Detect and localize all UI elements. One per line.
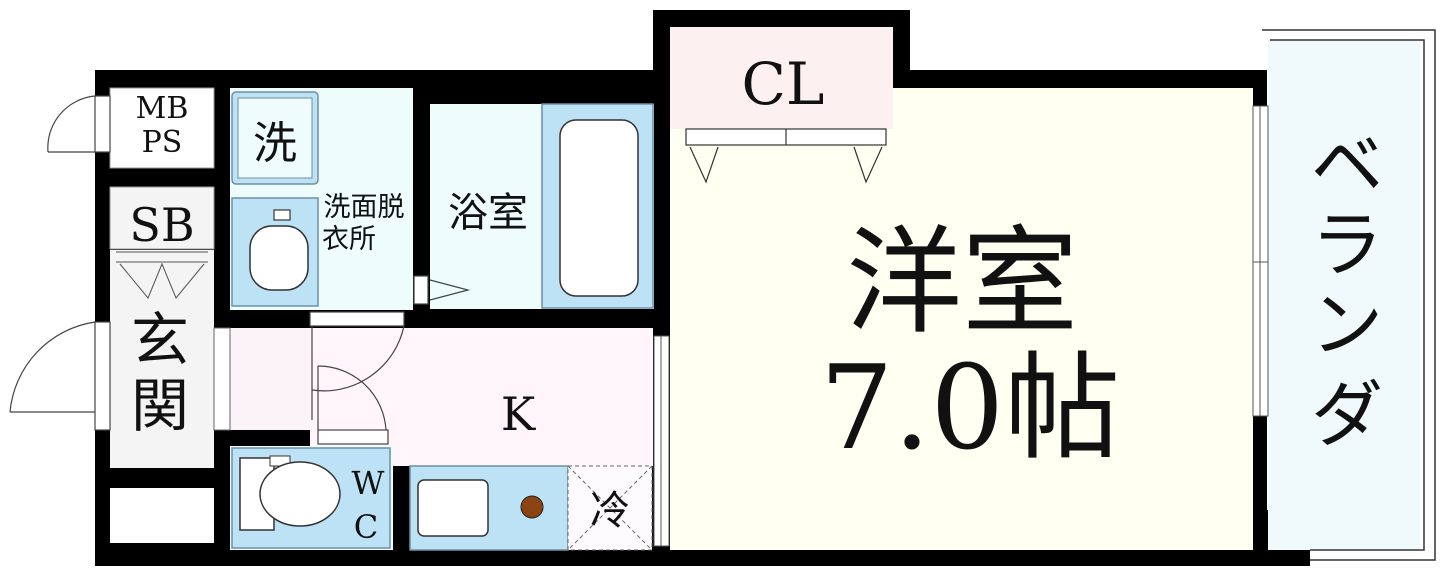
toilet-label-2: C	[354, 508, 378, 546]
meter-box-area	[109, 87, 215, 169]
veranda-label-2: ラ	[1311, 203, 1383, 287]
western-room	[670, 88, 1253, 550]
door-swing-icon	[309, 311, 405, 420]
kitchen-counter	[409, 465, 569, 551]
entrance-area	[110, 250, 214, 468]
washing-machine-icon	[231, 91, 319, 185]
entrance-step	[110, 488, 214, 543]
refrigerator-space	[567, 465, 653, 551]
closet-label: CL	[742, 50, 825, 118]
western-room-size: 7.0帖	[820, 341, 1120, 476]
kitchen	[310, 328, 653, 466]
veranda-outline	[1262, 29, 1436, 561]
meter-box-label-1: MB	[136, 91, 189, 126]
entrance-label-2: 関	[131, 372, 189, 440]
shoe-box-doors	[116, 251, 208, 299]
refrigerator-label: 冷	[590, 488, 630, 534]
shoe-box-label: SB	[129, 198, 194, 252]
closet-doors	[685, 128, 887, 184]
window-icon	[1252, 105, 1269, 417]
washing-machine-label: 洗	[253, 118, 297, 169]
bathtub-icon	[541, 103, 654, 309]
toilet-label-1: W	[352, 464, 385, 502]
closet-area	[670, 27, 893, 129]
bathroom-label: 浴室	[448, 190, 528, 236]
dressing-room-label-1: 洗面脱	[324, 192, 405, 223]
entrance-label-1: 玄	[131, 306, 189, 374]
washbasin-icon	[231, 197, 319, 307]
meter-box-label-2: PS	[142, 125, 183, 160]
kitchen-label: K	[501, 387, 537, 441]
bathroom-door	[413, 275, 471, 305]
wc-door	[317, 365, 389, 445]
corridor	[230, 328, 310, 430]
entrance-door	[9, 321, 111, 431]
meter-box-door	[47, 95, 111, 153]
veranda-label-3: ン	[1311, 283, 1383, 367]
veranda-area	[1268, 40, 1420, 550]
shoe-box-area	[109, 186, 215, 250]
veranda-label-4: ダ	[1311, 373, 1383, 457]
sink-icon	[417, 479, 489, 537]
dressing-room-label-2: 衣所	[322, 224, 376, 255]
stove-icon	[520, 495, 544, 519]
hall-step	[213, 327, 231, 431]
toilet-icon	[231, 447, 391, 549]
veranda-label-1: ベ	[1311, 123, 1383, 207]
western-room-name: 洋室	[846, 215, 1078, 350]
kitchen-door	[653, 335, 670, 547]
